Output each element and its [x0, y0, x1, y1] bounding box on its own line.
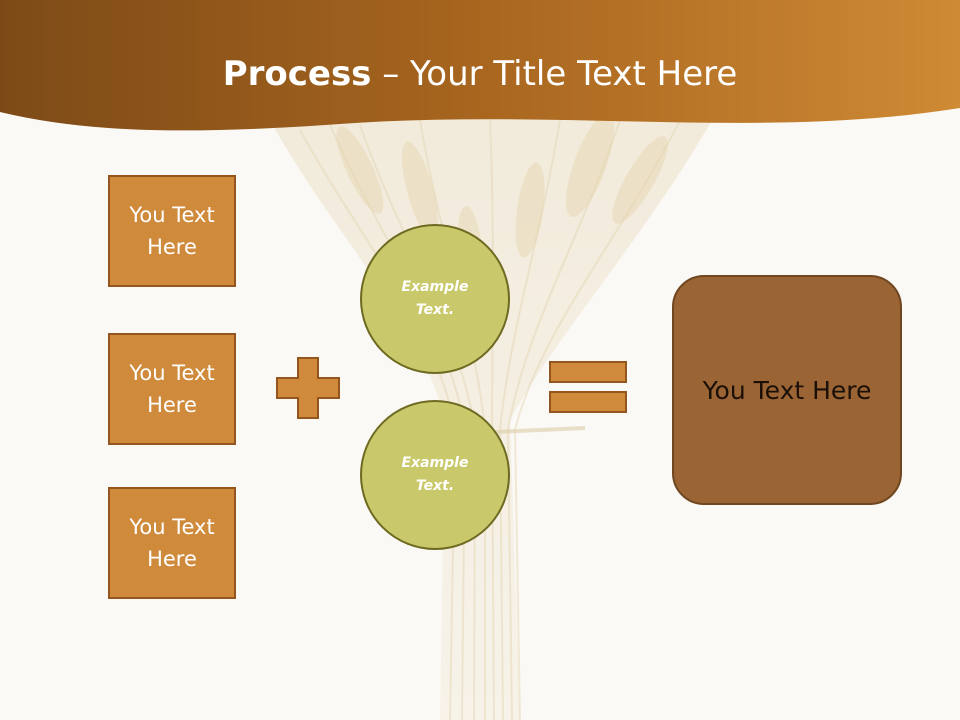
title-rest: – Your Title Text Here [371, 54, 738, 94]
result-box-label: You Text Here [702, 375, 872, 405]
result-box: You Text Here [672, 275, 902, 505]
text-box-2: You Text Here [108, 333, 236, 445]
text-box-3-label: You Text Here [129, 515, 215, 571]
text-box-1: You Text Here [108, 175, 236, 287]
text-box-1-label: You Text Here [129, 203, 215, 259]
example-circle-2-label: Example Text. [401, 455, 469, 494]
plus-icon [276, 357, 340, 419]
title-bold: Process [222, 54, 372, 94]
slide-title: Process – Your Title Text Here [0, 52, 960, 96]
example-circle-1: Example Text. [360, 224, 510, 374]
text-box-3: You Text Here [108, 487, 236, 599]
text-box-2-label: You Text Here [129, 361, 215, 417]
header-banner [0, 0, 960, 131]
example-circle-1-label: Example Text. [401, 279, 469, 318]
example-circle-2: Example Text. [360, 400, 510, 550]
equals-icon [549, 361, 627, 413]
